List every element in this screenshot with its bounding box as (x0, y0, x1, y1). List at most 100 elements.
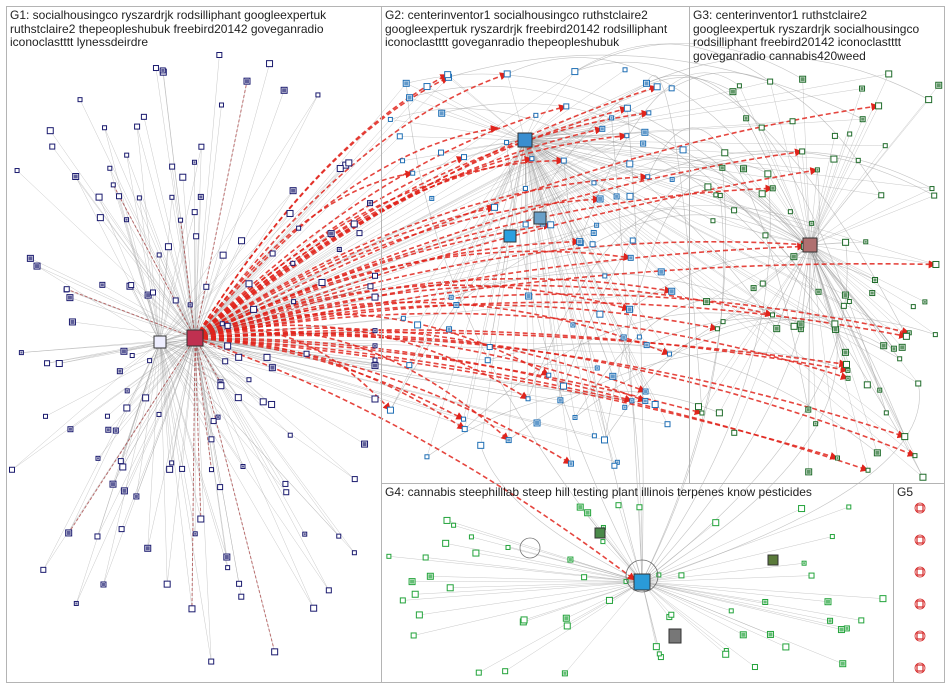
edge-g1 (182, 177, 196, 339)
node-g1 (234, 394, 242, 402)
node-g4 (636, 504, 643, 511)
edge-g1-dark (194, 337, 202, 520)
node-fill-g3 (860, 87, 864, 91)
edge-g1-g2 (194, 160, 403, 339)
edge-g2-g3 (507, 57, 769, 175)
node-fill-g3 (704, 299, 709, 304)
node-g3 (865, 467, 871, 473)
node-g4 (442, 539, 450, 547)
edge-highlighted (194, 126, 604, 339)
edge-g2 (524, 139, 601, 315)
edge-g2 (524, 139, 594, 234)
edge-g1 (166, 337, 196, 585)
node-g2 (387, 116, 393, 122)
node-g1 (235, 353, 243, 361)
edge-g2-g3 (524, 139, 802, 330)
edge-g1 (159, 341, 193, 609)
node-fill-g3 (878, 389, 881, 392)
node-g1 (172, 297, 179, 304)
edge-g4 (475, 552, 643, 583)
edge-g2 (406, 83, 526, 141)
edge-g1 (194, 94, 319, 339)
node-g5-loop (914, 598, 926, 610)
edge-g4 (505, 581, 643, 672)
edge-highlighted (194, 333, 916, 457)
node-fill-g2 (526, 294, 531, 299)
edge-g1 (159, 341, 172, 463)
node-g3 (721, 149, 729, 157)
node-g4 (472, 549, 480, 557)
edge-g1 (159, 341, 212, 662)
edge-g4 (641, 506, 849, 583)
node-g1 (14, 168, 20, 174)
node-g2 (461, 154, 468, 161)
hub-node-g2-b (533, 211, 547, 225)
edge-highlighted (194, 125, 499, 339)
edge-g3 (809, 169, 818, 246)
node-g1 (118, 526, 125, 533)
node-g2 (461, 426, 468, 433)
node-g1 (291, 299, 297, 305)
node-g4 (722, 650, 730, 658)
edge-g3 (724, 152, 811, 246)
node-g1 (188, 605, 196, 613)
edge-highlighted (194, 277, 673, 339)
edge-g2-g3 (574, 43, 803, 80)
node-g2 (533, 112, 539, 118)
hub-node-g2 (517, 132, 533, 148)
edge-g2-g3 (527, 208, 714, 399)
node-fill-g1 (362, 442, 367, 447)
edge-g4 (524, 581, 643, 621)
edge-g1 (194, 337, 212, 662)
edge-g1 (147, 337, 196, 549)
node-fill-g1 (118, 369, 122, 373)
node-g3 (830, 155, 838, 163)
node-g3 (910, 304, 916, 310)
node-g3 (731, 429, 738, 436)
edge-g2-g3 (448, 54, 863, 120)
edge-g4 (523, 581, 643, 623)
node-g2 (400, 315, 406, 321)
edge-g1 (126, 219, 196, 339)
node-g3 (710, 218, 716, 224)
edge-g2 (409, 97, 526, 141)
node-fill-g2 (595, 224, 598, 227)
node-g2 (546, 372, 552, 378)
node-g3 (831, 132, 838, 139)
edge-g2-g3 (524, 139, 735, 211)
node-fill-g1 (75, 602, 78, 605)
edge-g3 (712, 220, 811, 246)
edge-g4 (415, 581, 643, 595)
node-fill-g2 (535, 420, 540, 425)
node-g4 (782, 643, 790, 651)
node-fill-g1 (373, 363, 377, 368)
edge-g1 (159, 341, 250, 380)
node-g2 (664, 421, 671, 428)
edge-highlighted (194, 327, 647, 393)
edge-to-g4 (641, 195, 724, 583)
edge-g1 (47, 341, 161, 364)
node-g5 (916, 536, 924, 544)
edge-g1 (171, 197, 196, 339)
edge-g1 (194, 190, 294, 339)
node-fill-g1 (66, 530, 71, 535)
edge-g1 (159, 341, 168, 585)
node-g5-loop (914, 502, 926, 514)
node-fill-g2 (447, 327, 451, 331)
node-g4 (751, 664, 758, 671)
edge-highlighted (194, 312, 849, 380)
node-fill-g1 (217, 416, 220, 419)
node-g1 (246, 377, 252, 383)
node-g2 (563, 103, 570, 110)
node-fill-g3 (836, 457, 839, 460)
node-g3 (932, 260, 940, 268)
node-g1 (129, 353, 135, 359)
node-fill-g1 (161, 68, 165, 72)
node-g3 (787, 209, 793, 215)
node-fill-g1 (146, 293, 151, 298)
node-g1 (224, 342, 232, 350)
node-fill-g1 (111, 482, 116, 487)
node-g4 (581, 574, 588, 581)
node-g4 (858, 617, 865, 624)
edge-g1 (194, 337, 228, 568)
